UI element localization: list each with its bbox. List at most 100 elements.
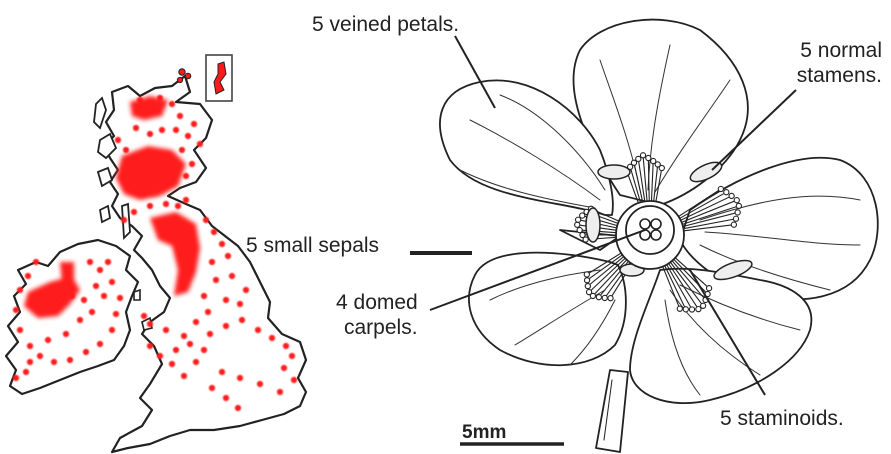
distribution-dot	[185, 133, 191, 139]
staminoid-gland	[580, 232, 585, 237]
distribution-dot	[169, 361, 175, 367]
distribution-dot	[93, 283, 99, 289]
distribution-dot	[121, 217, 127, 223]
distribution-dot	[223, 395, 229, 401]
distribution-dot	[211, 229, 217, 235]
staminoid-gland	[585, 284, 590, 289]
distribution-dot	[197, 141, 203, 147]
distribution-dot	[183, 197, 189, 203]
distribution-dot	[163, 201, 169, 207]
distribution-dot	[13, 375, 19, 381]
distribution-dot	[223, 323, 229, 329]
distribution-dot	[109, 279, 115, 285]
label-staminoids: 5 staminoids.	[720, 406, 844, 431]
distribution-dot	[243, 287, 249, 293]
staminoid-gland	[576, 217, 581, 222]
great-britain-outline	[104, 76, 306, 452]
distribution-dot	[175, 203, 181, 209]
distribution-dot	[213, 277, 219, 283]
distribution-dot	[239, 317, 245, 323]
staminoid-gland	[724, 190, 729, 195]
distribution-dot	[37, 353, 43, 359]
distribution-dot	[17, 287, 23, 293]
distribution-dot	[81, 297, 87, 303]
staminoid-gland	[677, 306, 682, 311]
distribution-dot	[51, 359, 57, 365]
distribution-dot	[169, 101, 175, 107]
distribution-dot	[235, 405, 241, 411]
label-stamens-line1: 5 normal	[797, 38, 882, 63]
distribution-dot	[27, 343, 33, 349]
distribution-dot	[173, 127, 179, 133]
distribution-dot	[187, 341, 193, 347]
staminoid-gland	[729, 193, 734, 198]
distribution-dot	[219, 241, 225, 247]
distribution-dot	[283, 343, 289, 349]
distribution-dot	[237, 301, 243, 307]
distribution-dot	[83, 349, 89, 355]
distribution-dot	[147, 203, 153, 209]
distribution-dot	[225, 253, 231, 259]
distribution-dot	[193, 359, 199, 365]
isle-of-man	[134, 290, 140, 300]
distribution-dot	[137, 97, 143, 103]
staminoid-gland	[640, 153, 645, 158]
distribution-dot	[289, 353, 295, 359]
label-petals: 5 veined petals.	[312, 12, 459, 37]
staminoid-gland	[735, 210, 740, 215]
label-sepals: 5 small sepals	[246, 233, 379, 258]
distribution-dot	[277, 389, 283, 395]
distribution-dot	[141, 313, 147, 319]
label-carpels-line1: 4 domed	[336, 290, 418, 315]
staminoid-gland	[696, 307, 701, 312]
distribution-dot	[77, 317, 83, 323]
distribution-dot	[201, 347, 207, 353]
distribution-dot	[23, 369, 29, 375]
distribution-dot	[281, 365, 287, 371]
distribution-dot	[147, 321, 153, 327]
staminoid-gland	[575, 222, 580, 227]
distribution-dot	[69, 293, 75, 299]
staminoid-gland	[706, 286, 711, 291]
distribution-dot	[237, 375, 243, 381]
staminoid-gland	[700, 303, 705, 308]
distribution-dot	[67, 357, 73, 363]
label-carpels: 4 domed carpels.	[336, 290, 418, 340]
flower-centre-inner	[626, 206, 674, 254]
scale-label: 5mm	[462, 420, 506, 445]
distribution-dot	[25, 273, 31, 279]
distribution-dot	[17, 327, 23, 333]
distribution-dot	[269, 335, 275, 341]
distribution-dot	[179, 147, 185, 153]
distribution-dot	[181, 333, 187, 339]
distribution-dot	[117, 295, 123, 301]
distribution-dot	[97, 341, 103, 347]
distribution-dot	[27, 359, 33, 365]
distribution-dot	[131, 209, 137, 215]
distribution-dot	[173, 347, 179, 353]
distribution-dot	[113, 311, 119, 317]
stamen-anther	[598, 165, 630, 179]
staminoid-gland	[734, 198, 739, 203]
distribution-dot	[205, 309, 211, 315]
distribution-dot	[191, 121, 197, 127]
distribution-dot	[291, 377, 297, 383]
staminoid-gland	[731, 222, 736, 227]
distribution-dot	[123, 147, 129, 153]
distribution-dot	[181, 373, 187, 379]
staminoid-gland	[584, 272, 589, 277]
distribution-dot	[201, 293, 207, 299]
distribution-dot	[189, 161, 195, 167]
staminoid-gland	[718, 186, 723, 191]
label-carpels-line2: carpels.	[344, 315, 418, 340]
staminoid-gland	[584, 278, 589, 283]
distribution-dot	[183, 173, 189, 179]
distribution-dot	[193, 319, 199, 325]
distribution-dot	[177, 113, 183, 119]
hebrides-islands	[94, 98, 106, 128]
distribution-dot	[97, 267, 103, 273]
staminoid-gland	[683, 307, 688, 312]
distribution-dot	[147, 131, 153, 137]
distribution-dot	[257, 381, 263, 387]
